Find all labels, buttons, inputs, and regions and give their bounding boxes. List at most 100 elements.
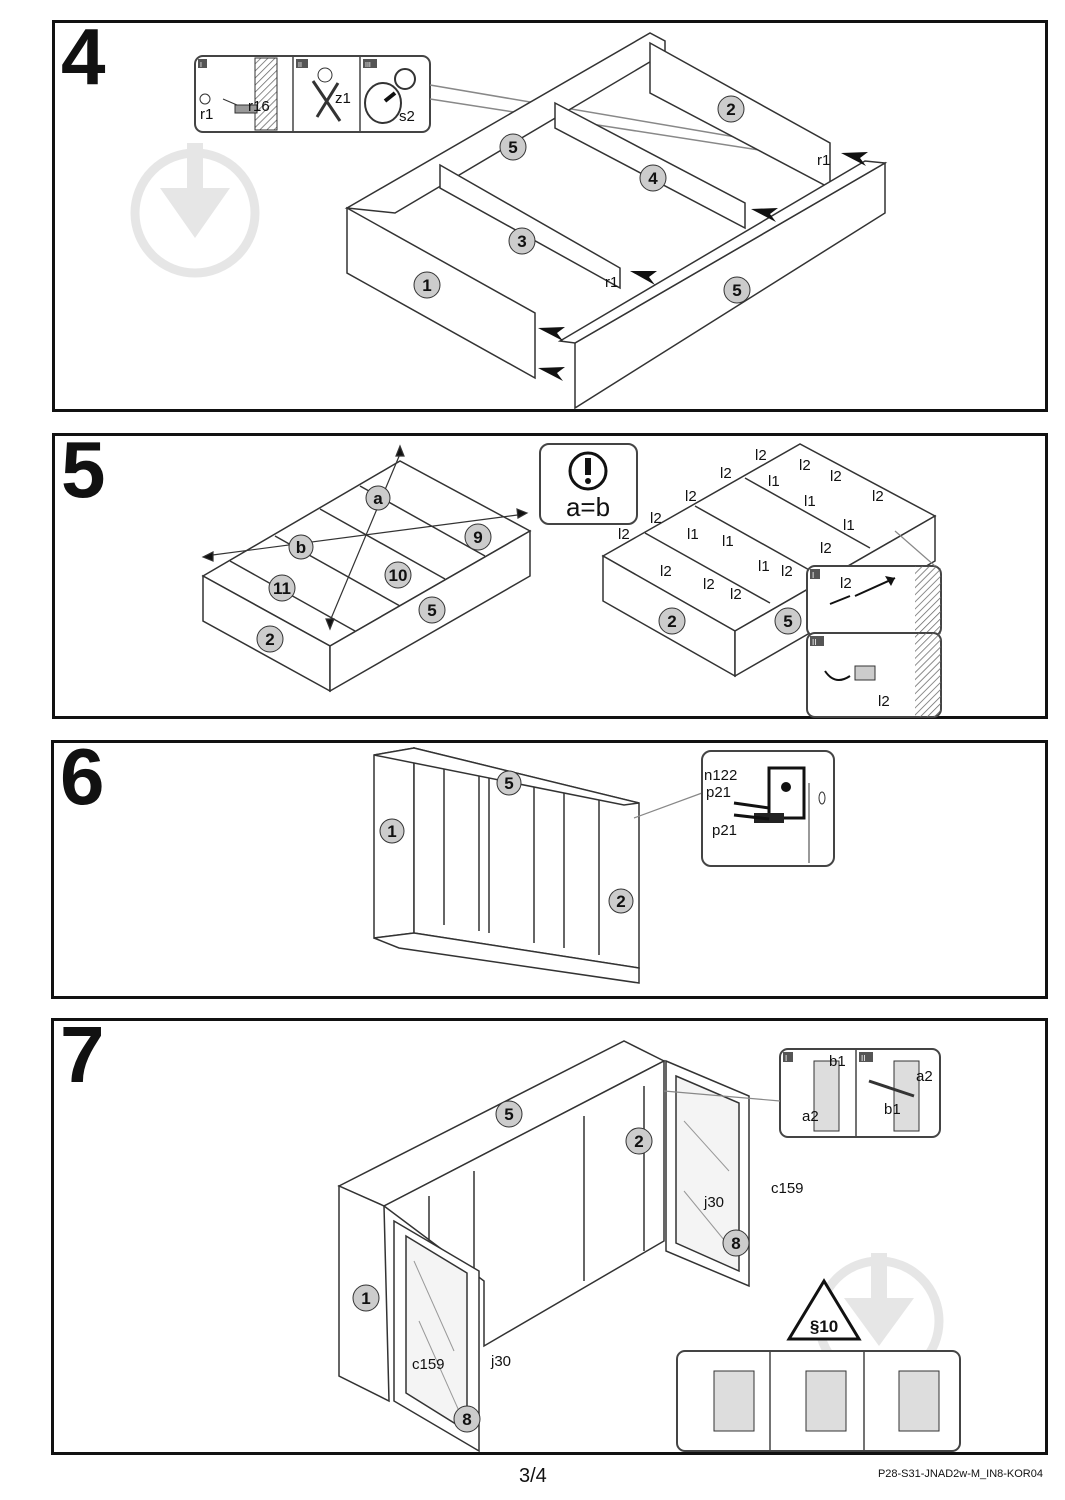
step-4-panel: 4 I II III: [52, 12, 1048, 412]
svg-text:5: 5: [732, 281, 741, 300]
svg-text:l1: l1: [722, 533, 734, 550]
svg-text:l2: l2: [840, 575, 852, 592]
step-5-illustration: a b 2 5 9 10 11: [201, 443, 942, 718]
svg-text:l2: l2: [720, 465, 732, 482]
step-number: 4: [61, 12, 106, 101]
step-number: 7: [60, 1010, 105, 1099]
step-5-panel: 5 a b 2: [52, 425, 1048, 719]
svg-text:4: 4: [648, 169, 658, 188]
svg-text:l1: l1: [687, 526, 699, 543]
svg-text:l2: l2: [618, 526, 630, 543]
hardware-label: s2: [399, 108, 415, 125]
svg-text:l1: l1: [804, 493, 816, 510]
hardware-label: a2: [802, 1108, 819, 1125]
carcass-drawing: [344, 32, 888, 410]
diagonal-b: b: [288, 534, 314, 560]
svg-text:b: b: [296, 538, 306, 557]
part-number-5: 5: [495, 1100, 523, 1128]
svg-text:l2: l2: [730, 586, 742, 603]
svg-text:9: 9: [473, 528, 482, 547]
part-number-2: 2: [717, 95, 745, 123]
diagonal-a: a: [365, 485, 391, 511]
svg-text:I: I: [200, 62, 202, 69]
hinge-adjust-strip: [676, 1350, 961, 1452]
hardware-label: b1: [884, 1101, 901, 1118]
svg-text:l1: l1: [758, 558, 770, 575]
part-number-5: 5: [418, 596, 446, 624]
part-number-11: 11: [268, 574, 296, 602]
callout-label: r1: [605, 274, 618, 291]
svg-text:l2: l2: [878, 693, 890, 710]
svg-text:1: 1: [422, 276, 431, 295]
part-number-1: 1: [413, 271, 441, 299]
part-number-5: 5: [774, 607, 802, 635]
svg-text:l1: l1: [843, 517, 855, 534]
svg-text:l2: l2: [685, 488, 697, 505]
svg-text:l2: l2: [872, 488, 884, 505]
part-number-2: 2: [256, 625, 284, 653]
watermark-download-icon: [130, 143, 260, 278]
step-4-illustration: I II III: [130, 32, 888, 410]
svg-text:l2: l2: [799, 457, 811, 474]
hinge-details: I II: [779, 1048, 941, 1138]
part-number-3: 3: [508, 227, 536, 255]
hardware-label: p21: [712, 822, 737, 839]
svg-text:8: 8: [731, 1234, 740, 1253]
svg-text:3: 3: [517, 232, 526, 251]
part-number-1: 1: [379, 818, 405, 844]
detail-strip: I II III: [194, 55, 431, 133]
svg-text:a=b: a=b: [566, 492, 610, 522]
part-number-9: 9: [464, 523, 492, 551]
svg-text:1: 1: [361, 1289, 370, 1308]
step-6-panel: 6 1 2: [51, 732, 1048, 999]
svg-text:2: 2: [667, 612, 676, 631]
detail-II: II: [806, 632, 942, 718]
svg-text:II: II: [861, 1054, 865, 1063]
svg-text:1: 1: [387, 822, 396, 841]
svg-text:I: I: [812, 571, 814, 580]
svg-text:a: a: [373, 489, 383, 508]
part-number-2: 2: [658, 607, 686, 635]
svg-text:l2: l2: [830, 468, 842, 485]
svg-text:I: I: [785, 1054, 787, 1063]
section-sign: §10: [786, 1278, 862, 1341]
step-number: 5: [61, 425, 106, 514]
part-number-2: 2: [625, 1127, 653, 1155]
step-7-illustration: I II §10 1 2: [337, 1040, 961, 1453]
svg-text:l2: l2: [755, 447, 767, 464]
part-number-5-front: 5: [723, 276, 751, 304]
hardware-label: j30: [490, 1353, 511, 1370]
part-number-4: 4: [639, 164, 667, 192]
svg-text:l2: l2: [781, 563, 793, 580]
exclamation-icon: [568, 451, 608, 491]
hardware-label: a2: [916, 1068, 933, 1085]
svg-text:§10: §10: [810, 1317, 838, 1336]
svg-text:2: 2: [634, 1132, 643, 1151]
svg-text:11: 11: [273, 579, 291, 598]
part-number-8: 8: [722, 1229, 750, 1257]
document-code: P28-S31-JNAD2w-M_IN8-KOR04: [877, 1468, 1043, 1480]
svg-text:5: 5: [783, 612, 792, 631]
detail-I: I: [806, 565, 942, 637]
step-number: 6: [60, 732, 105, 821]
svg-text:l2: l2: [650, 510, 662, 527]
part-number-5-top: 5: [499, 133, 527, 161]
svg-text:8: 8: [462, 1410, 471, 1429]
svg-text:2: 2: [616, 892, 625, 911]
svg-text:l1: l1: [768, 473, 780, 490]
hardware-label: z1: [335, 90, 351, 107]
svg-text:2: 2: [265, 630, 274, 649]
hardware-label: r16: [248, 98, 270, 115]
part-number-2: 2: [608, 888, 634, 914]
warning-box: a=b: [539, 443, 638, 525]
svg-text:l2: l2: [703, 576, 715, 593]
page-number: 3/4: [519, 1465, 547, 1487]
svg-text:10: 10: [389, 566, 408, 585]
step-7-panel: 7: [51, 1010, 1048, 1455]
svg-text:II: II: [298, 62, 302, 69]
part-number-5: 5: [496, 770, 522, 796]
svg-text:5: 5: [504, 774, 513, 793]
hardware-labels: l2 l2 l2 l2 l2 l2 l2 l2 l2 l2 l2 l2 l2 l…: [618, 447, 890, 710]
hardware-label: p21: [706, 784, 731, 801]
hardware-label: b1: [829, 1053, 846, 1070]
